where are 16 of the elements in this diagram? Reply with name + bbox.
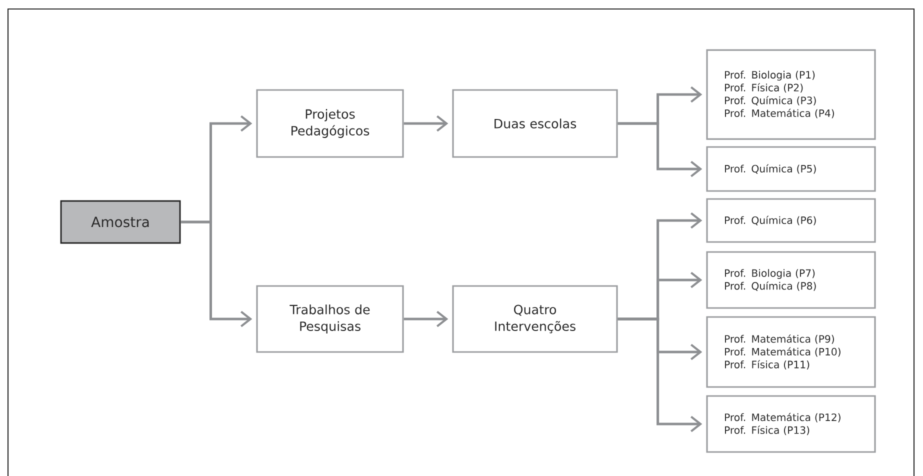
teacher-list-box: Prof. Matemática (P9) Prof. Matemática (P10) Prof. Física (P11) [706, 316, 876, 388]
sample-box: Amostra [60, 200, 181, 244]
teacher-list-box: Prof. Química (P5) [706, 146, 876, 192]
category-box: Trabalhos de Pesquisas [256, 285, 404, 353]
category-box: Quatro Intervenções [452, 285, 618, 353]
teacher-list-box: Prof. Biologia (P7) Prof. Química (P8) [706, 251, 876, 309]
arrow [404, 310, 448, 328]
teacher-list-box: Prof. Química (P6) [706, 198, 876, 243]
arrow [618, 122, 702, 178]
category-box: Duas escolas [452, 89, 618, 158]
category-box: Projetos Pedagógicos [256, 89, 404, 158]
arrow [404, 115, 448, 132]
teacher-list-box: Prof. Biologia (P1) Prof. Física (P2) Prof. Química (P3) Prof. Matemática (P4) [706, 49, 876, 140]
arrow [180, 220, 252, 328]
arrow [618, 318, 702, 432]
teacher-list-box: Prof. Matemática (P12) Prof. Física (P13) [706, 395, 876, 453]
